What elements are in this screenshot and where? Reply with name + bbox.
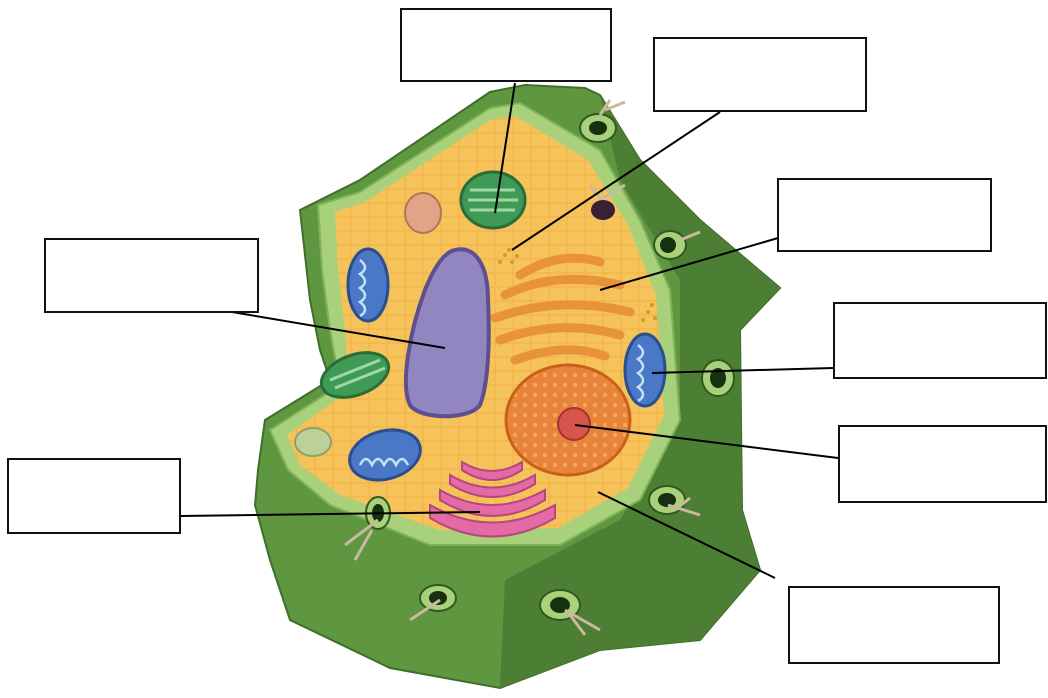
vesicle-left [295, 428, 331, 456]
label-box-rough-er[interactable] [777, 178, 992, 252]
label-box-cytoplasm[interactable] [788, 586, 1000, 664]
vesicle-top [405, 193, 441, 233]
nucleus [506, 365, 630, 475]
label-box-golgi[interactable] [7, 458, 181, 534]
label-box-nucleus[interactable] [838, 425, 1047, 503]
label-box-ribosomes[interactable] [653, 37, 867, 112]
mitochondrion-right [625, 334, 665, 406]
label-box-vacuole[interactable] [44, 238, 259, 313]
wall-pore-dark [591, 200, 615, 220]
label-box-mitochondrion-right[interactable] [833, 302, 1047, 379]
chloroplast-top [461, 172, 525, 228]
mitochondrion-left [348, 249, 388, 321]
label-box-chloroplast-top[interactable] [400, 8, 612, 82]
